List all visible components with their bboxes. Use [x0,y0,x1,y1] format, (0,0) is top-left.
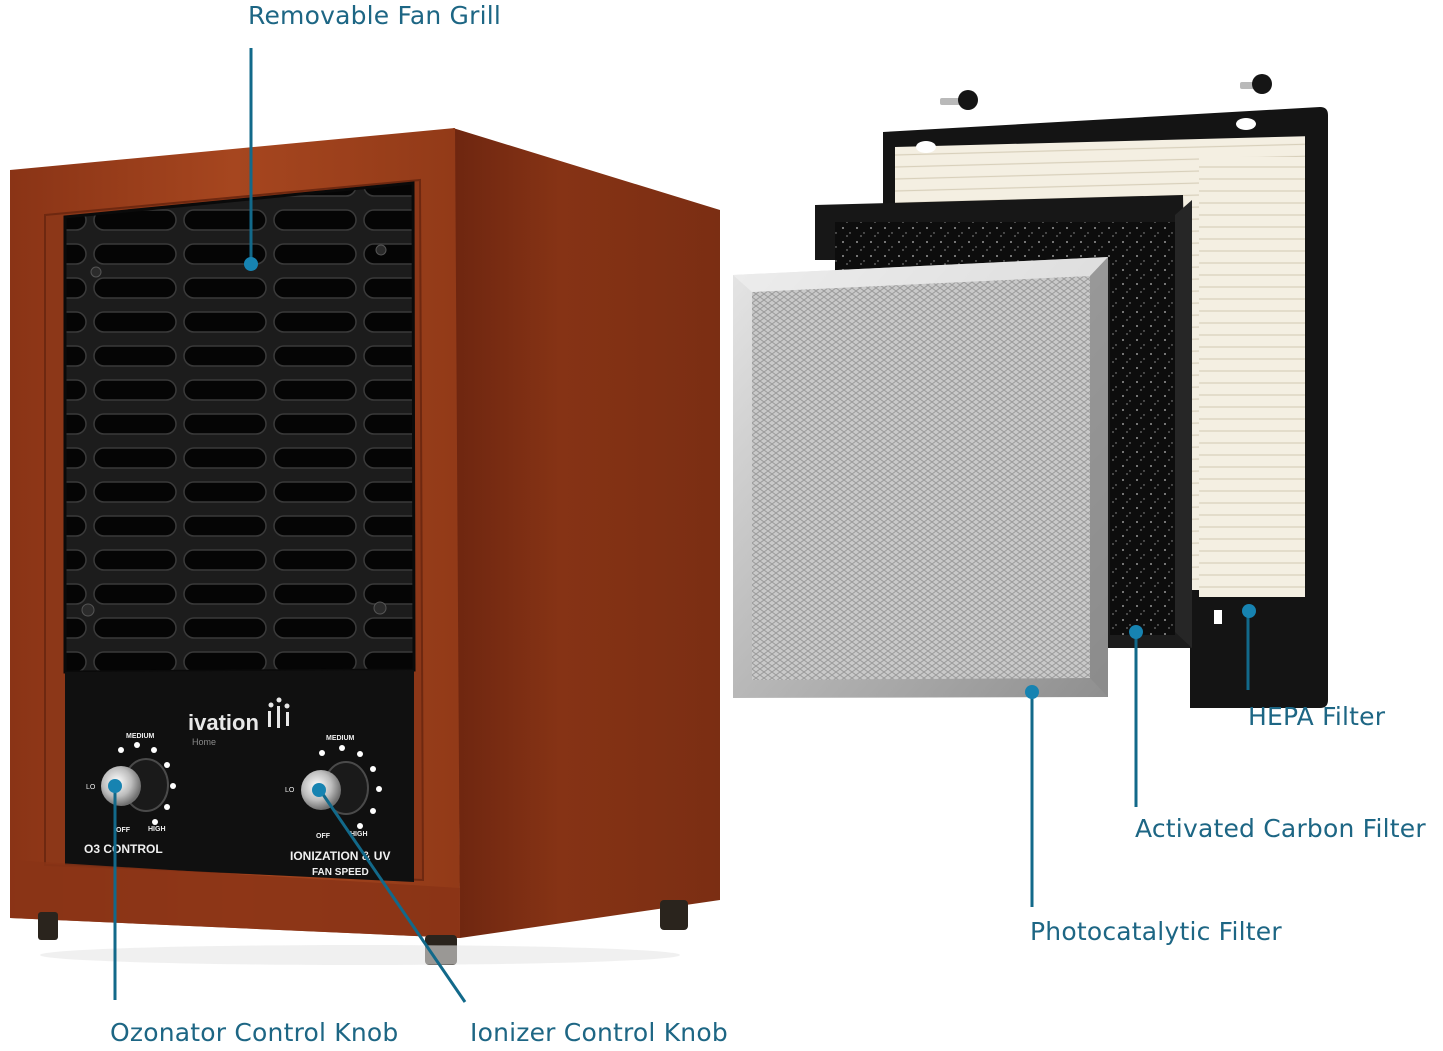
callout-dot-icon [244,257,258,271]
svg-text:LO: LO [285,787,295,794]
photocatalytic-filter [733,257,1108,698]
brand-subtitle: Home [192,737,216,747]
callout-dot-icon [312,783,326,797]
svg-text:MEDIUM: MEDIUM [126,733,155,740]
callout-line-ionizer [318,789,467,1003]
brand-logo: ivation [188,710,259,735]
screw-icon [373,601,387,615]
cabinet-foot [38,912,58,940]
o3-control-label: O3 CONTROL [84,842,163,856]
filter-stack [733,74,1328,708]
svg-text:MEDIUM: MEDIUM [326,735,355,742]
callout-dots [108,257,1256,797]
svg-text:OFF: OFF [316,833,331,840]
callout-label-photocatalytic: Photocatalytic Filter [1030,917,1282,946]
screw-icon [90,266,102,278]
screw-icon [375,244,387,256]
cabinet-foot [660,900,688,930]
brand-logo-icon [268,697,290,728]
callout-label-carbon: Activated Carbon Filter [1135,814,1426,843]
svg-text:LO: LO [86,784,96,791]
callout-dot-icon [108,779,122,793]
svg-text:HIGH: HIGH [350,831,368,838]
thumb-screw-icon [940,90,978,110]
callout-lines [113,48,1250,1003]
callout-label-ionizer: Ionizer Control Knob [470,1018,728,1047]
callout-dot-icon [1129,625,1143,639]
fan-speed-label: FAN SPEED [312,867,369,878]
svg-text:OFF: OFF [116,827,131,834]
screw-icon [81,603,95,617]
callout-label-hepa: HEPA Filter [1248,702,1386,731]
callout-dot-icon [1242,604,1256,618]
callout-label-fan-grill: Removable Fan Grill [248,1,502,30]
fan-grill [65,183,414,672]
cabinet-side-panel [453,128,720,938]
control-panel [65,670,414,882]
callout-dot-icon [1025,685,1039,699]
air-purifier: ivation Home MEDIUM LO OFF HIGH O3 CONTR… [10,128,720,965]
ionizer-dial: MEDIUM LO OFF HIGH IONIZATION & UV FAN S… [285,735,390,878]
ozonator-dial: MEDIUM LO OFF HIGH O3 CONTROL [84,733,176,856]
thumb-screw-icon [1240,74,1272,94]
svg-text:HIGH: HIGH [148,826,166,833]
callout-label-ozonator: Ozonator Control Knob [110,1018,399,1047]
ionization-uv-label: IONIZATION & UV [290,849,390,863]
